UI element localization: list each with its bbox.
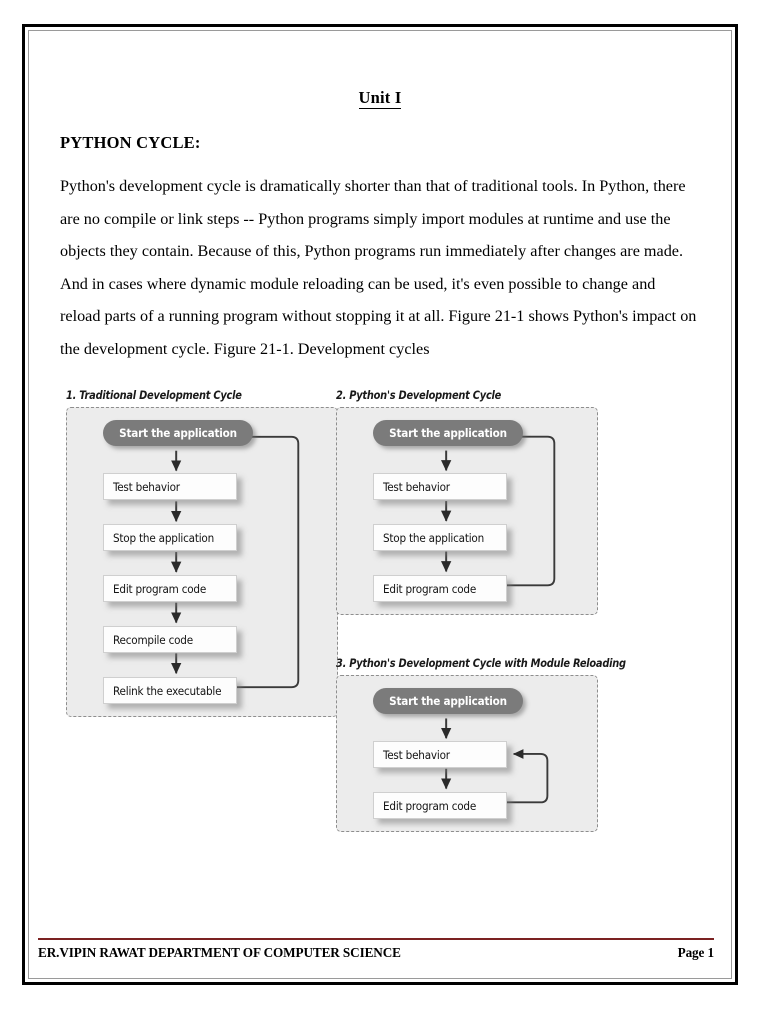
panel-2-node-test-behavior[interactable]: Test behavior bbox=[373, 473, 507, 500]
panel-3-node-test-behavior[interactable]: Test behavior bbox=[373, 741, 507, 768]
document-content: Unit I PYTHON CYCLE: Python's developmen… bbox=[38, 60, 722, 990]
footer-left-text: ER.VIPIN RAWAT DEPARTMENT OF COMPUTER SC… bbox=[38, 945, 401, 960]
panel-1-node-test-behavior[interactable]: Test behavior bbox=[103, 473, 237, 500]
panel-2-box: Start the application Test behavior Stop… bbox=[336, 407, 598, 615]
body-paragraph: Python's development cycle is dramatical… bbox=[60, 177, 697, 358]
panel-1-node-edit-program-code[interactable]: Edit program code bbox=[103, 575, 237, 602]
footer-divider bbox=[38, 938, 714, 940]
panel-3-node-edit-program-code[interactable]: Edit program code bbox=[373, 792, 507, 819]
panel-2-node-edit-program-code-label: Edit program code bbox=[383, 581, 477, 596]
panel-1-node-stop-the-application-label: Stop the application bbox=[113, 530, 214, 545]
panel-1-node-edit-program-code-label: Edit program code bbox=[113, 581, 207, 596]
panel-traditional-development-cycle: 1. Traditional Development Cycle bbox=[66, 388, 366, 717]
panel-3-node-test-behavior-label: Test behavior bbox=[383, 747, 450, 762]
page-title-text: Unit I bbox=[358, 88, 402, 109]
panel-1-node-start[interactable]: Start the application bbox=[103, 420, 253, 446]
panel-2-node-stop-the-application-label: Stop the application bbox=[383, 530, 484, 545]
panel-1-node-recompile-code-label: Recompile code bbox=[113, 632, 193, 647]
panel-2-node-edit-program-code[interactable]: Edit program code bbox=[373, 575, 507, 602]
panel-1-node-relink-the-executable-label: Relink the executable bbox=[113, 683, 222, 698]
panel-3-node-edit-program-code-label: Edit program code bbox=[383, 798, 477, 813]
panel-1-node-relink-the-executable[interactable]: Relink the executable bbox=[103, 677, 237, 704]
panel-3-box: Start the application Test behavior Edit… bbox=[336, 675, 598, 832]
figure-development-cycles: 1. Traditional Development Cycle bbox=[38, 388, 722, 888]
section-heading: PYTHON CYCLE: bbox=[60, 133, 201, 152]
panel-1-node-test-behavior-label: Test behavior bbox=[113, 479, 180, 494]
panel-2-node-start-label: Start the application bbox=[389, 426, 507, 440]
page-border-inner bbox=[28, 30, 732, 979]
panel-python-development-cycle-module-reloading: 3. Python's Development Cycle with Modul… bbox=[336, 656, 666, 832]
panel-2-node-stop-the-application[interactable]: Stop the application bbox=[373, 524, 507, 551]
panel-3-node-start-label: Start the application bbox=[389, 694, 507, 708]
panel-2-node-start[interactable]: Start the application bbox=[373, 420, 523, 446]
page-title: Unit I bbox=[38, 88, 722, 109]
page-border-frame bbox=[22, 24, 738, 985]
panel-1-title: 1. Traditional Development Cycle bbox=[66, 388, 242, 402]
panel-3-node-start[interactable]: Start the application bbox=[373, 688, 523, 714]
panel-python-development-cycle: 2. Python's Development Cycle Start the … bbox=[336, 388, 626, 615]
panel-1-box: Start the application Test behavior Stop… bbox=[66, 407, 338, 717]
footer-row: ER.VIPIN RAWAT DEPARTMENT OF COMPUTER SC… bbox=[38, 945, 714, 961]
panel-1-node-stop-the-application[interactable]: Stop the application bbox=[103, 524, 237, 551]
page-footer: ER.VIPIN RAWAT DEPARTMENT OF COMPUTER SC… bbox=[38, 938, 714, 961]
panel-2-node-test-behavior-label: Test behavior bbox=[383, 479, 450, 494]
panel-1-node-start-label: Start the application bbox=[119, 426, 237, 440]
panel-1-node-recompile-code[interactable]: Recompile code bbox=[103, 626, 237, 653]
panel-2-title: 2. Python's Development Cycle bbox=[336, 388, 502, 402]
footer-page-number: Page 1 bbox=[677, 945, 714, 960]
panel-1-flow-arrows bbox=[171, 431, 300, 689]
panel-3-title: 3. Python's Development Cycle with Modul… bbox=[336, 656, 626, 670]
